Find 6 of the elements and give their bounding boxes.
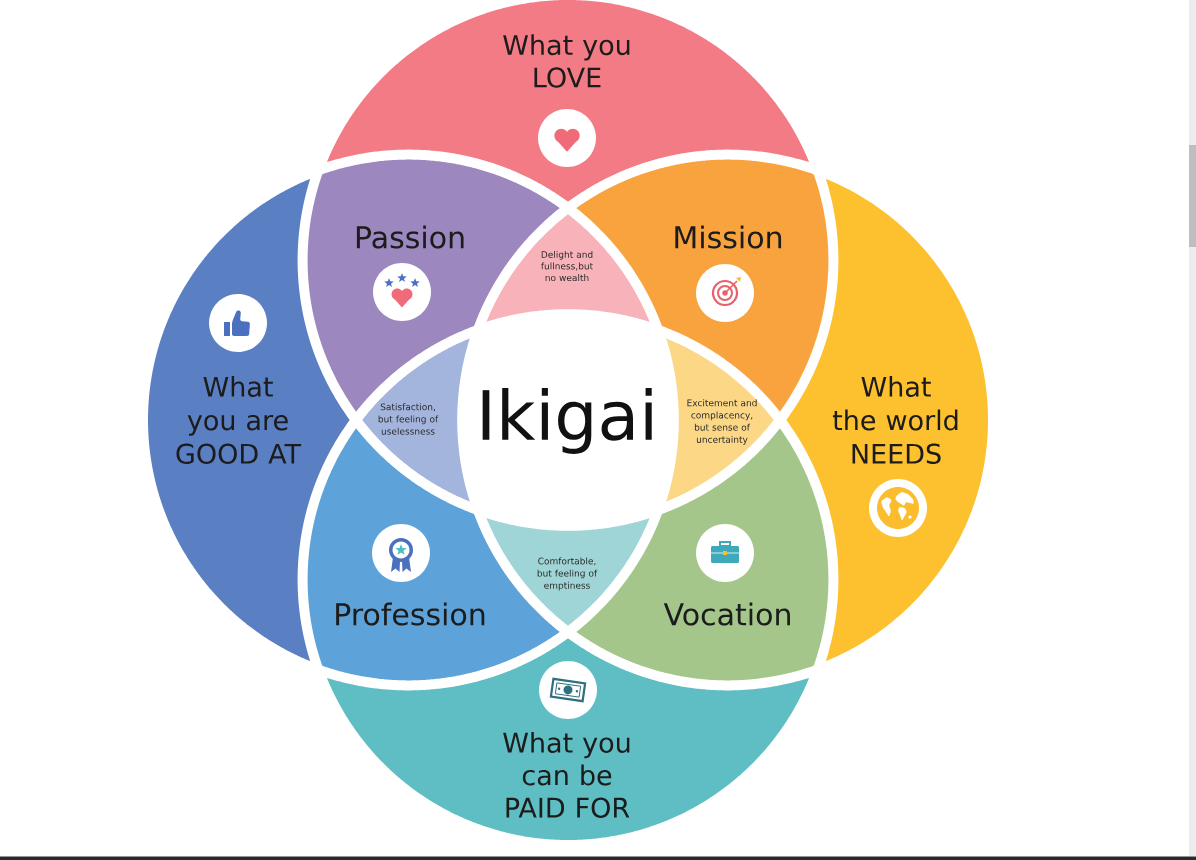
venn-region: What you can be PAID FOR — [327, 638, 809, 840]
venn-region: What you LOVE — [327, 0, 809, 202]
venn-region: Delight and fullness,but no wealth — [486, 214, 650, 322]
venn-region: Satisfaction, but feeling of uselessness — [362, 338, 470, 502]
venn-region: Comfortable, but feeling of emptiness — [486, 518, 650, 626]
venn-region: Excitement and complacency, but sense of uncertainty — [666, 338, 774, 502]
